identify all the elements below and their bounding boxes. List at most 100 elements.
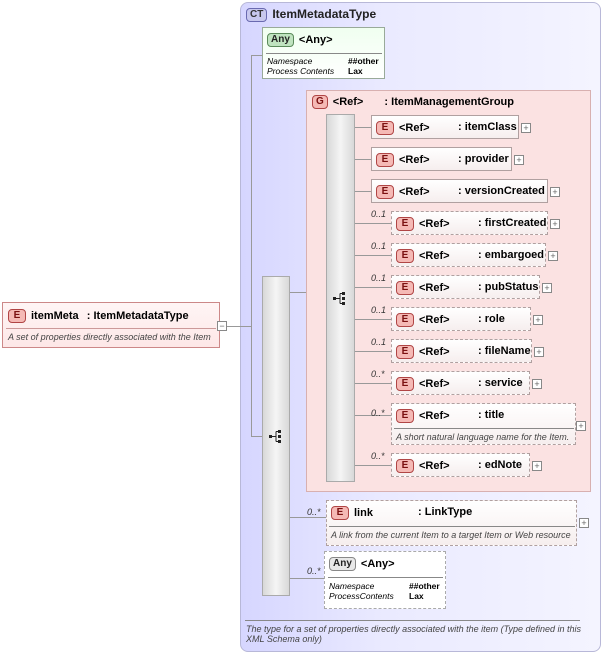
sequence-icon xyxy=(269,430,281,443)
namespace-value: ##other xyxy=(409,581,440,591)
complex-type-divider xyxy=(245,620,580,621)
complex-type-name: ItemMetadataType xyxy=(272,7,377,21)
connector xyxy=(355,351,391,352)
title-description: A short natural language name for the It… xyxy=(396,432,570,442)
link-name: link xyxy=(354,506,373,519)
root-element-name: itemMeta xyxy=(31,309,79,322)
element-ed-note[interactable]: E<Ref>: edNote xyxy=(391,453,530,477)
element-ref: <Ref> xyxy=(419,459,450,472)
element-tag: E xyxy=(376,185,394,199)
group-tag: G xyxy=(312,95,328,109)
element-embargoed[interactable]: E <Ref> : embargoed xyxy=(391,243,546,267)
element-name: : embargoed xyxy=(478,249,545,261)
cardinality: 0..* xyxy=(371,408,385,418)
cardinality: 0..* xyxy=(371,451,385,461)
connector xyxy=(355,415,391,416)
expand-icon[interactable]: + xyxy=(550,187,560,197)
any-divider xyxy=(266,53,382,54)
element-ref: <Ref> xyxy=(419,409,450,422)
expand-icon[interactable]: + xyxy=(514,155,524,165)
sequence-compositor[interactable] xyxy=(262,276,290,596)
group-sequence-compositor[interactable] xyxy=(326,114,355,482)
link-description: A link from the current Item to a target… xyxy=(331,530,571,540)
element-service[interactable]: E<Ref>: service xyxy=(391,371,530,395)
expand-icon[interactable]: + xyxy=(542,283,552,293)
element-name: : title xyxy=(478,409,505,421)
root-divider xyxy=(6,328,216,329)
element-tag: E xyxy=(376,153,394,167)
connector xyxy=(355,287,391,288)
link-divider xyxy=(329,526,575,527)
group-ref: <Ref> xyxy=(332,95,364,108)
group-name: : ItemManagementGroup xyxy=(384,95,514,108)
expand-icon[interactable]: + xyxy=(521,123,531,133)
element-first-created[interactable]: E<Ref>: firstCreated xyxy=(391,211,548,235)
namespace-label: Namespace xyxy=(329,581,375,591)
any-tag: Any xyxy=(267,33,294,47)
connector xyxy=(355,159,371,160)
cardinality: 0..1 xyxy=(371,337,387,347)
complex-type-tag: CT xyxy=(246,7,268,22)
expand-icon[interactable]: + xyxy=(550,219,560,229)
any-label: <Any> xyxy=(360,557,395,570)
expand-icon[interactable]: + xyxy=(532,461,542,471)
element-name: : provider xyxy=(458,153,509,165)
connector xyxy=(355,319,391,320)
connector xyxy=(355,383,391,384)
expand-icon[interactable]: + xyxy=(576,421,586,431)
element-name: : fileName xyxy=(478,345,531,357)
element-file-name[interactable]: E<Ref>: fileName xyxy=(391,339,532,363)
element-item-class[interactable]: E <Ref> : itemClass xyxy=(371,115,519,139)
element-ref: <Ref> xyxy=(419,313,450,326)
any-label: <Any> xyxy=(298,33,333,46)
complex-type-description: The type for a set of properties directl… xyxy=(246,624,581,644)
cardinality: 0..1 xyxy=(371,305,387,315)
element-tag: E xyxy=(396,345,414,359)
element-tag: E xyxy=(396,313,414,327)
element-tag: E xyxy=(396,459,414,473)
any-wildcard-bottom[interactable]: Any<Any> Namespace ##other ProcessConten… xyxy=(324,551,446,609)
connector xyxy=(290,517,326,518)
group-header[interactable]: G <Ref> : ItemManagementGroup xyxy=(312,95,514,109)
connector xyxy=(251,436,263,437)
namespace-value: ##other xyxy=(348,56,379,66)
expand-icon[interactable]: + xyxy=(533,315,543,325)
element-ref: <Ref> xyxy=(419,249,450,262)
cardinality: 0..1 xyxy=(371,241,387,251)
element-version-created[interactable]: E<Ref>: versionCreated xyxy=(371,179,548,203)
process-contents-label: Process Contents xyxy=(267,66,335,76)
element-tag: E xyxy=(376,121,394,135)
element-tag: E xyxy=(396,217,414,231)
any-tag: Any xyxy=(329,557,356,571)
element-tag: E xyxy=(396,281,414,295)
connector xyxy=(355,127,371,128)
element-tag: E xyxy=(8,309,26,323)
element-name: : service xyxy=(478,377,523,389)
expand-icon[interactable]: + xyxy=(548,251,558,261)
element-ref: <Ref> xyxy=(399,185,430,198)
connector xyxy=(355,191,371,192)
element-provider[interactable]: E<Ref>: provider xyxy=(371,147,512,171)
cardinality: 0..* xyxy=(307,566,321,576)
any-wildcard-top[interactable]: Any<Any> Namespace ##other Process Conte… xyxy=(262,27,385,79)
link-type: : LinkType xyxy=(418,506,473,518)
element-ref: <Ref> xyxy=(399,121,430,134)
element-ref: <Ref> xyxy=(419,377,450,390)
expand-icon[interactable]: + xyxy=(532,379,542,389)
expand-icon[interactable]: + xyxy=(579,518,589,528)
connector xyxy=(355,223,391,224)
cardinality: 0..* xyxy=(307,507,321,517)
expand-icon[interactable]: + xyxy=(534,347,544,357)
element-tag: E xyxy=(396,409,414,423)
element-tag: E xyxy=(396,249,414,263)
cardinality: 0..* xyxy=(371,369,385,379)
element-title[interactable]: E <Ref> : title A short natural language n… xyxy=(391,403,576,445)
element-name: : itemClass xyxy=(458,121,517,133)
element-role[interactable]: E<Ref>: role xyxy=(391,307,531,331)
collapse-icon[interactable]: − xyxy=(217,321,227,331)
root-element-type: : ItemMetadataType xyxy=(86,309,189,322)
element-pub-status[interactable]: E<Ref>: pubStatus xyxy=(391,275,540,299)
element-tag: E xyxy=(331,506,349,520)
